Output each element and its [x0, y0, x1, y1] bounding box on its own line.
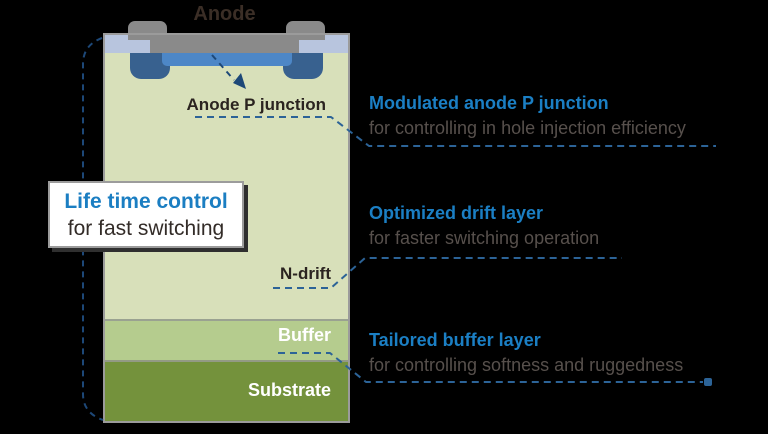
- buffer-label: Buffer: [278, 325, 331, 345]
- anode-label: Anode: [193, 3, 256, 25]
- anode-metal-contact: [150, 35, 299, 53]
- leader-end-dot: [704, 378, 712, 386]
- anode-p-junction-region: [162, 53, 292, 66]
- callout-subtitle: for fast switching: [67, 217, 225, 240]
- annotation-subtitle: for controlling in hole injection effici…: [369, 118, 686, 138]
- buffer-layer: [105, 319, 348, 360]
- annotation-title: Optimized drift layer: [369, 203, 544, 223]
- lifetime-control-callout: Life time control for fast switching: [48, 181, 244, 248]
- callout-title: Life time control: [64, 190, 228, 213]
- annotation-anode-p-junction: Modulated anode P junction for controlli…: [369, 92, 749, 140]
- annotation-buffer-layer: Tailored buffer layer for controlling so…: [369, 329, 749, 377]
- anode-p-junction-label: Anode P junction: [186, 95, 326, 114]
- annotation-subtitle: for controlling softness and ruggedness: [369, 355, 684, 375]
- annotation-drift-layer: Optimized drift layer for faster switchi…: [369, 202, 749, 250]
- annotation-title: Modulated anode P junction: [369, 93, 609, 113]
- annotation-subtitle: for faster switching operation: [369, 228, 600, 248]
- n-drift-label: N-drift: [280, 264, 331, 283]
- annotation-title: Tailored buffer layer: [369, 330, 541, 350]
- substrate-label: Substrate: [247, 380, 331, 400]
